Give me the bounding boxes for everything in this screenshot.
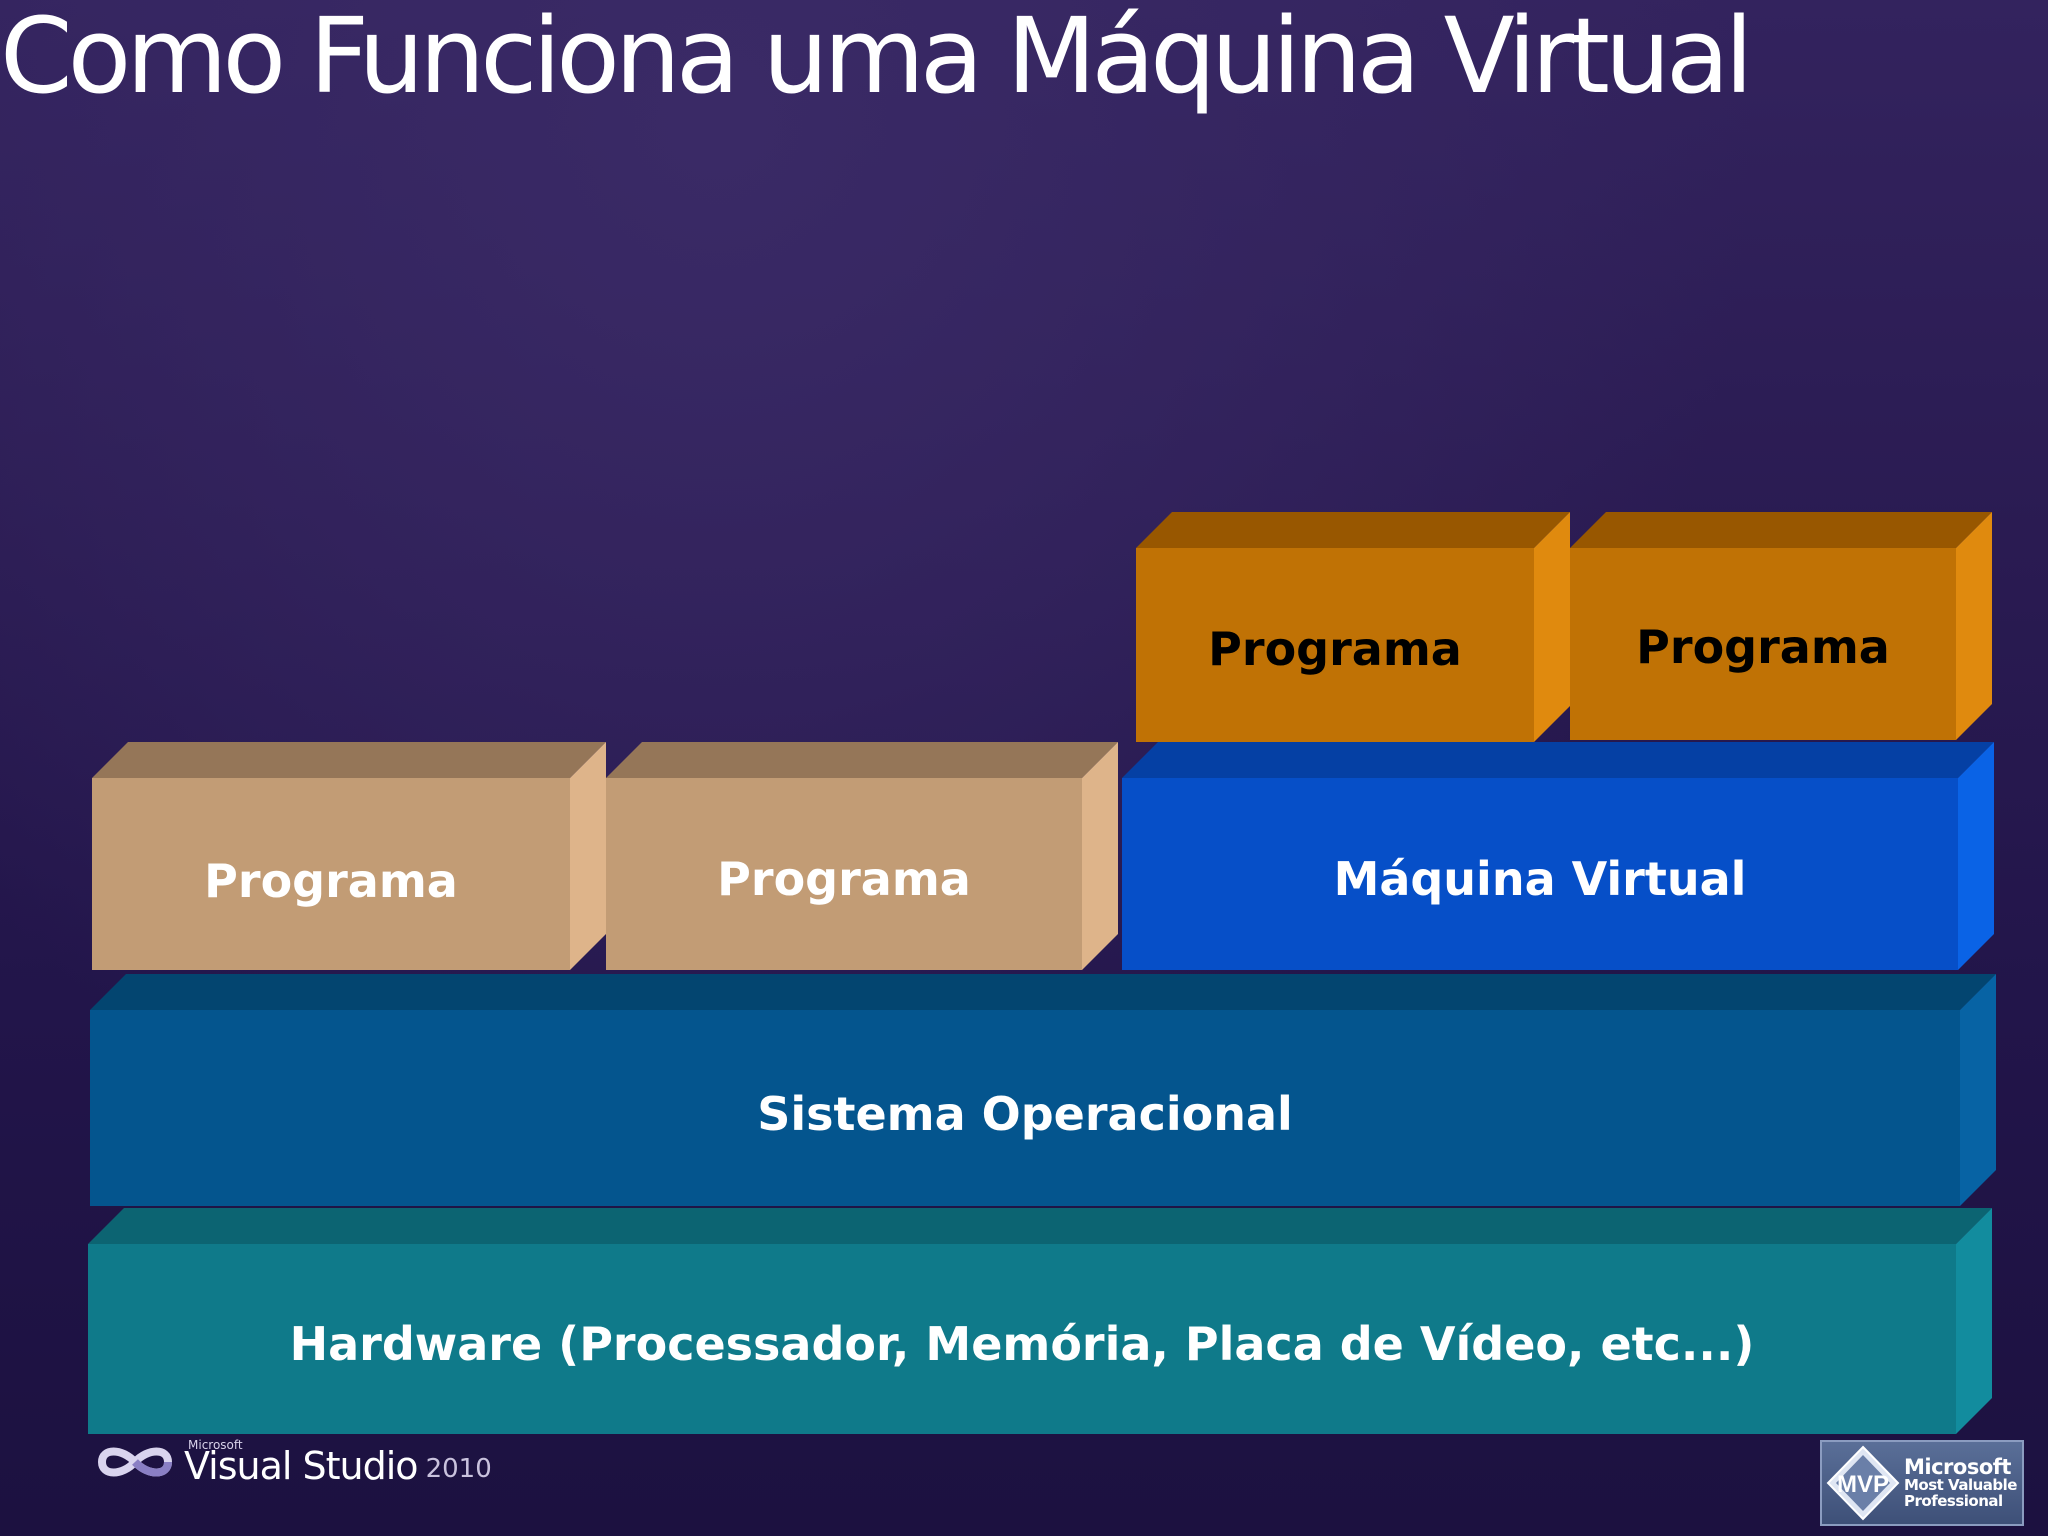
hardware-side-face <box>1956 1208 1992 1434</box>
block-program-2: Programa <box>606 742 1118 970</box>
os-front-face <box>90 1010 1960 1206</box>
os-label: Sistema Operacional <box>757 1087 1293 1141</box>
os-top-face <box>90 974 1996 1010</box>
vs-microsoft-label: Microsoft <box>188 1438 243 1452</box>
block-vm-program-2: Programa <box>1570 512 1992 740</box>
vm-program-2-label: Programa <box>1636 620 1890 674</box>
program-1-front-face <box>92 778 570 970</box>
hardware-label: Hardware (Processador, Memória, Placa de… <box>290 1317 1755 1371</box>
program-1-top-face <box>92 742 606 778</box>
program-1-side-face <box>570 742 606 970</box>
block-vm-program-1: Programa <box>1136 512 1570 742</box>
vm-program-1-side-face <box>1534 512 1570 742</box>
os-side-face <box>1960 974 1996 1206</box>
vm-program-1-front-face <box>1136 548 1534 742</box>
vm-program-2-top-face <box>1570 512 1992 548</box>
mvp-badge: MVP Microsoft Most Valuable Professional <box>1820 1440 2024 1526</box>
mvp-diamond-icon: MVP <box>1826 1445 1900 1521</box>
vm-program-1-top-face <box>1136 512 1570 548</box>
slide-title: Como Funciona uma Máquina Virtual <box>0 0 1753 117</box>
program-2-side-face <box>1082 742 1118 970</box>
block-os: Sistema Operacional <box>90 974 1996 1206</box>
program-2-label: Programa <box>717 852 971 906</box>
program-2-front-face <box>606 778 1082 970</box>
virtual-machine-label: Máquina Virtual <box>1334 852 1747 906</box>
virtual-machine-top-face <box>1122 742 1994 778</box>
vm-program-1-label: Programa <box>1208 622 1462 676</box>
mvp-abbrev-text: MVP <box>1837 1471 1889 1498</box>
virtual-machine-front-face <box>1122 778 1958 970</box>
hardware-front-face <box>88 1244 1956 1434</box>
mvp-line-microsoft: Microsoft <box>1904 1455 2011 1480</box>
visual-studio-2010-logo: Microsoft Visual Studio 2010 <box>92 1438 492 1488</box>
vs-product-year: 2010 <box>425 1454 492 1484</box>
block-program-1: Programa <box>92 742 606 970</box>
block-virtual-machine: Máquina Virtual <box>1122 742 1994 970</box>
block-hardware: Hardware (Processador, Memória, Placa de… <box>88 1208 1992 1434</box>
mvp-line-most-valuable: Most Valuable <box>1904 1476 2017 1495</box>
program-2-top-face <box>606 742 1118 778</box>
program-1-label: Programa <box>204 854 458 908</box>
vm-program-2-front-face <box>1570 548 1956 740</box>
visual-studio-infinity-icon <box>97 1447 173 1477</box>
hardware-top-face <box>88 1208 1992 1244</box>
vs-product-name: Visual Studio <box>184 1444 419 1488</box>
mvp-line-professional: Professional <box>1904 1492 2003 1511</box>
virtual-machine-side-face <box>1958 742 1994 970</box>
vm-program-2-side-face <box>1956 512 1992 740</box>
